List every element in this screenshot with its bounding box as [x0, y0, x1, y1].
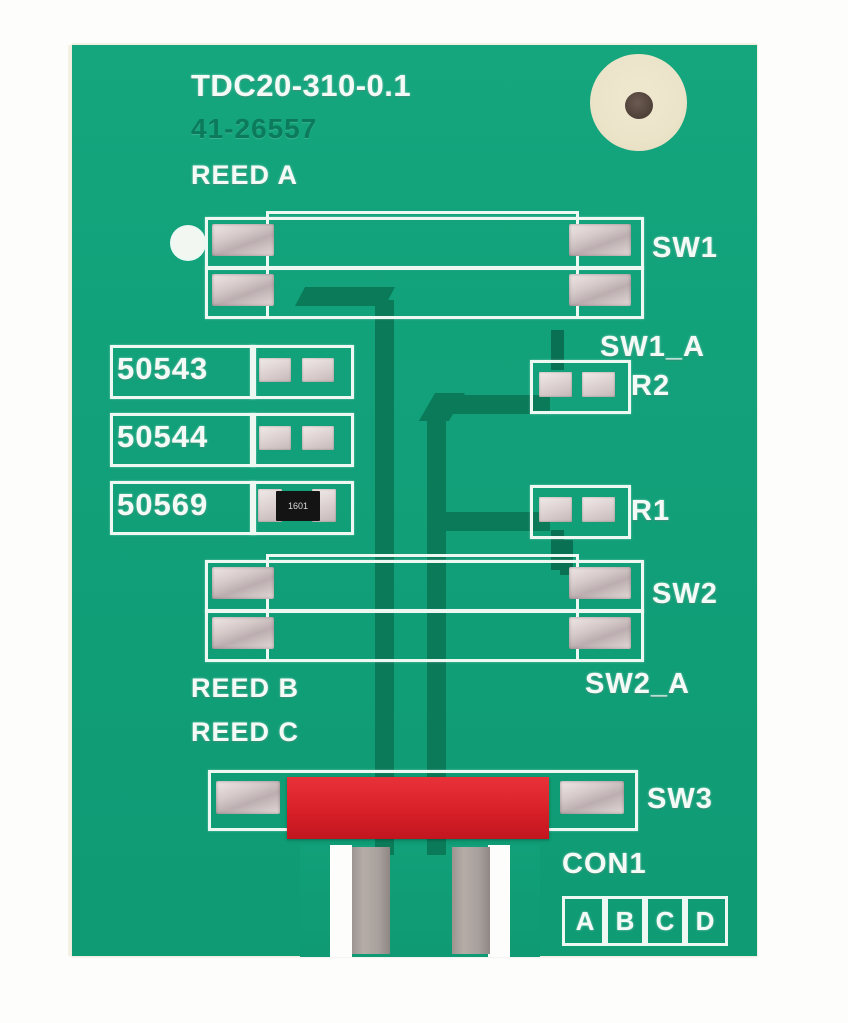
sw1-body-bottom: [268, 316, 578, 319]
sw2-pad-bottom-left: [212, 617, 274, 649]
sw3-pad-right: [560, 781, 624, 814]
label-reed-c: REED C: [191, 717, 300, 747]
sw1-body-left: [266, 211, 269, 319]
sw1-pad-bottom-left: [212, 274, 274, 306]
connector-finger-2: [452, 847, 490, 954]
trace-reed-b-vertical: [375, 300, 394, 770]
con1-pin-d: D: [682, 896, 728, 946]
sw2-body-bottom: [268, 659, 578, 662]
sw1-body-top: [268, 211, 578, 214]
label-r2: R2: [631, 370, 671, 402]
label-sw1: SW1: [652, 232, 718, 264]
part-row-0-pad-left: [259, 358, 291, 382]
board-left-edge: [68, 45, 73, 956]
trace-r2-horizontal: [440, 395, 550, 414]
part-row-0-footprint-box: [250, 345, 354, 399]
con1-pin-b: B: [602, 896, 648, 946]
trace-r1-horizontal: [440, 512, 550, 531]
label-reed-a: REED A: [191, 160, 299, 190]
tab-slot-left: [330, 845, 352, 957]
label-sw2: SW2: [652, 578, 718, 610]
label-con1: CON1: [562, 848, 647, 880]
sw1-pad-top-right: [569, 224, 631, 256]
board-part-number: TDC20-310-0.1: [191, 68, 412, 103]
part-number-0: 50543: [117, 351, 209, 386]
part-row-2-label-box: [110, 481, 256, 535]
mounting-hole-center: [625, 92, 653, 119]
board-revision: 41-26557: [191, 113, 318, 144]
r1-outline: [530, 485, 631, 539]
part-row-2-footprint-box: [250, 481, 354, 535]
label-reed-b: REED B: [191, 673, 300, 703]
sw1-pad-bottom-right: [569, 274, 631, 306]
r2-outline: [530, 360, 631, 414]
r1-pad-left: [539, 497, 572, 522]
r1-pad-right: [582, 497, 615, 522]
part-row-0-label-box: [110, 345, 256, 399]
con1-pin-a: A: [562, 896, 608, 946]
sw1-body-right: [576, 211, 579, 319]
sw2-pad-bottom-right: [569, 617, 631, 649]
part-row-1-footprint-box: [250, 413, 354, 467]
part-row-1-pad-left: [259, 426, 291, 450]
sw2-body-right: [576, 554, 579, 662]
label-r1: R1: [631, 495, 671, 527]
part-row-1-pad-right: [302, 426, 334, 450]
trace-sw2-stub: [560, 540, 573, 575]
part-row-0-pad-right: [302, 358, 334, 382]
connector-finger-1: [352, 847, 390, 954]
tab-slot-right: [488, 845, 510, 957]
part-number-1: 50544: [117, 419, 209, 454]
r2-pad-left: [539, 372, 572, 397]
sw1-pad-top-left: [212, 224, 274, 256]
label-sw3: SW3: [647, 783, 713, 815]
r2-pad-right: [582, 372, 615, 397]
con1-pin-c: C: [642, 896, 688, 946]
sw2-body-left: [266, 554, 269, 662]
sw3-pad-left: [216, 781, 280, 814]
label-sw2-a: SW2_A: [585, 668, 690, 700]
sw2-body-top: [268, 554, 578, 557]
resistor-component: 1601: [276, 491, 320, 521]
part-row-1-label-box: [110, 413, 256, 467]
sw2-pad-top-left: [212, 567, 274, 599]
trace-reed-c-vertical: [427, 415, 446, 770]
part-number-2: 50569: [117, 487, 209, 522]
label-sw1-a: SW1_A: [600, 331, 705, 363]
reed-switch-component: [287, 777, 549, 839]
sw2-pad-top-right: [569, 567, 631, 599]
drill-hole-marker: [173, 228, 203, 258]
